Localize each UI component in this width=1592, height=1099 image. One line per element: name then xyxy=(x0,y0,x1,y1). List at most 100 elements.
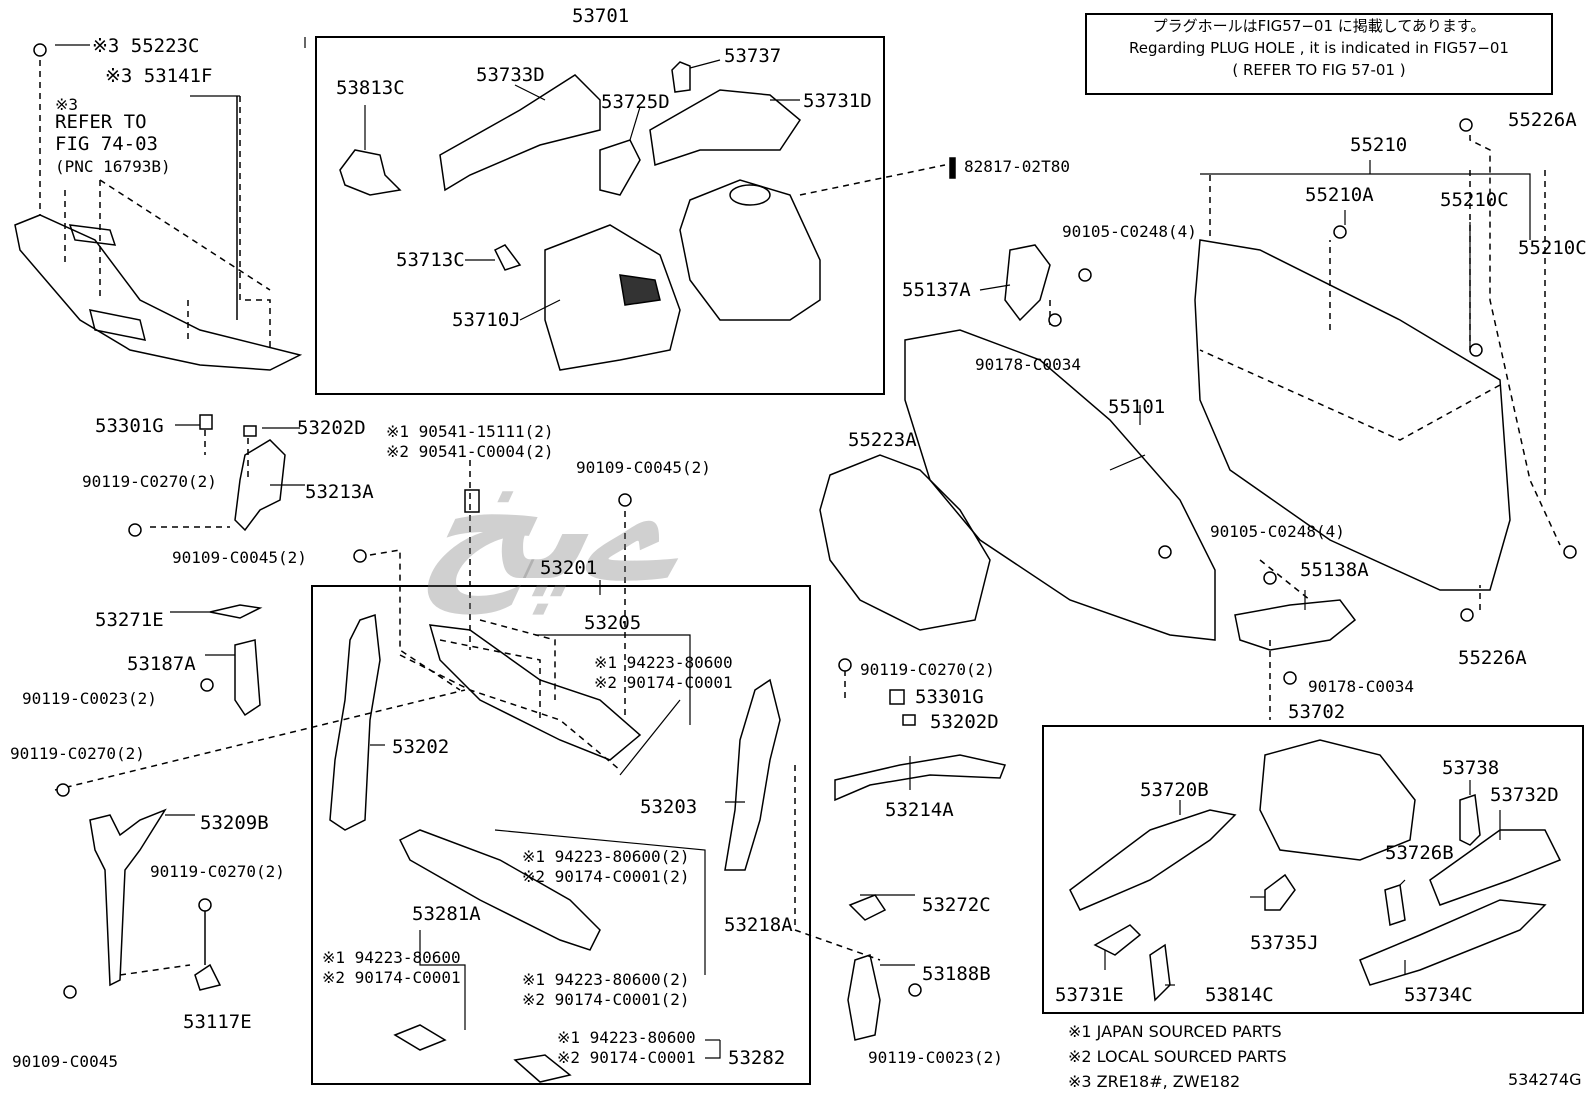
fastener xyxy=(128,523,142,537)
label-53702: 53702 xyxy=(1288,701,1346,723)
group-box-53701 xyxy=(315,36,885,395)
part-53710J xyxy=(544,224,681,371)
label-53141F: ※3 53141F xyxy=(105,65,213,87)
part-53141F xyxy=(14,214,303,371)
label-94223-80600-c: ※1 94223-80600 xyxy=(322,948,461,967)
part-53733D xyxy=(439,74,601,192)
label-90178-C0034-a: 90178-C0034 xyxy=(975,355,1081,374)
note-line-en: Regarding PLUG HOLE , it is indicated in… xyxy=(1129,39,1509,57)
label-53282: 53282 xyxy=(728,1047,786,1069)
part-53117E xyxy=(194,963,222,991)
label-55137A: 55137A xyxy=(902,279,971,301)
label-53813C: 53813C xyxy=(336,77,405,99)
label-55210: 55210 xyxy=(1350,134,1408,156)
label-82817-02T80: 82817-02T80 xyxy=(964,157,1070,176)
label-90174-C0001-b: ※2 90174-C0001(2) xyxy=(522,867,690,886)
part-53205 xyxy=(428,624,642,761)
fastener xyxy=(1563,545,1577,559)
part-55138A xyxy=(1234,599,1357,651)
label-53188B: 53188B xyxy=(922,963,991,985)
fastener xyxy=(200,678,214,692)
label-53214A: 53214A xyxy=(885,799,954,821)
figure-id: 534274G xyxy=(1508,1070,1582,1089)
label-90174-C0001-a: ※2 90174-C0001 xyxy=(594,673,733,692)
fastener xyxy=(353,549,367,563)
label-90119-C0270-b: 90119-C0270(2) xyxy=(10,744,145,763)
part-53218A xyxy=(398,829,601,951)
part-53813C xyxy=(339,149,402,196)
label-94223-80600-e: ※1 94223-80600 xyxy=(557,1028,696,1047)
label-94223-80600-a: ※1 94223-80600 xyxy=(594,653,733,672)
label-55210C-a: 55210C xyxy=(1440,189,1509,211)
label-53117E: 53117E xyxy=(183,1011,252,1033)
fastener xyxy=(1283,671,1297,685)
label-53201: 53201 xyxy=(540,557,598,579)
label-53737: 53737 xyxy=(724,45,782,67)
part-53214A xyxy=(834,754,1007,802)
label-53281A: 53281A xyxy=(412,903,481,925)
label-53735J: 53735J xyxy=(1250,932,1319,954)
note-line-ref: ( REFER TO FIG 57-01 ) xyxy=(1232,61,1406,79)
label-53209B: 53209B xyxy=(200,812,269,834)
label-53218A: 53218A xyxy=(724,914,793,936)
label-90174-C0001-d: ※2 90174-C0001(2) xyxy=(522,990,690,1009)
label-90105-C0248-b: 90105-C0248(4) xyxy=(1210,522,1345,541)
label-90119-C0270-a: 90119-C0270(2) xyxy=(82,472,217,491)
fastener xyxy=(1158,545,1172,559)
label-53733D: 53733D xyxy=(476,64,545,86)
label-refer-fig: FIG 74-03 xyxy=(55,133,158,155)
label-94223-80600-b: ※1 94223-80600(2) xyxy=(522,847,690,866)
label-53720B: 53720B xyxy=(1140,779,1209,801)
label-refer-mark: ※3 xyxy=(55,95,79,114)
fastener xyxy=(1333,225,1347,239)
group-box-53702 xyxy=(1042,725,1584,1014)
part-apron xyxy=(679,179,821,321)
label-90119-C0270-c: 90119-C0270(2) xyxy=(150,862,285,881)
label-53301G: 53301G xyxy=(95,415,164,437)
label-94223-80600-d: ※1 94223-80600(2) xyxy=(522,970,690,989)
label-refer-to: REFER TO xyxy=(55,111,147,133)
part-53713C xyxy=(493,244,522,271)
fastener xyxy=(56,783,70,797)
label-90109-C0045-c: 90109-C0045 xyxy=(12,1052,118,1071)
part-53281A xyxy=(393,1024,447,1051)
fastener xyxy=(33,43,47,57)
fastener xyxy=(838,658,852,672)
part-53720B xyxy=(1069,809,1237,911)
part-53203 xyxy=(724,678,781,871)
label-90541-15111: ※1 90541-15111(2) xyxy=(386,422,554,441)
part-53209B xyxy=(89,808,167,987)
part-53188B xyxy=(847,954,881,1041)
plug-hole-note: プラグホールはFIG57−01 に掲載してあります。 Regarding PLU… xyxy=(1085,13,1553,95)
legend-model-codes: ※3 ZRE18#, ZWE182 xyxy=(1068,1072,1241,1091)
part-55210 xyxy=(1194,239,1511,591)
label-53271E: 53271E xyxy=(95,609,164,631)
label-90119-C0270-d: 90119-C0270(2) xyxy=(860,660,995,679)
label-53713C: 53713C xyxy=(396,249,465,271)
fastener xyxy=(198,898,212,912)
part-53187A xyxy=(234,639,261,717)
label-53701: 53701 xyxy=(572,5,630,27)
label-55210C-b: 55210C xyxy=(1518,237,1587,259)
label-55226A-a: 55226A xyxy=(1508,109,1577,131)
fastener xyxy=(618,493,632,507)
fastener xyxy=(63,985,77,999)
part-53735J xyxy=(1264,873,1296,911)
part-53202D xyxy=(243,425,257,437)
part-53282 xyxy=(513,1054,572,1083)
label-90541-C0004: ※2 90541-C0004(2) xyxy=(386,442,554,461)
legend-local-sourced: ※2 LOCAL SOURCED PARTS xyxy=(1068,1047,1287,1066)
label-53202D: 53202D xyxy=(297,417,366,439)
part-53738 xyxy=(1459,793,1481,846)
legend-japan-sourced: ※1 JAPAN SOURCED PARTS xyxy=(1068,1022,1282,1041)
part-53814C xyxy=(1149,943,1171,1002)
label-53726B: 53726B xyxy=(1385,842,1454,864)
label-55101: 55101 xyxy=(1108,396,1166,418)
label-53202D-b: 53202D xyxy=(930,711,999,733)
label-53732D: 53732D xyxy=(1490,784,1559,806)
label-53814C: 53814C xyxy=(1205,984,1274,1006)
label-53202: 53202 xyxy=(392,736,450,758)
fastener xyxy=(1460,608,1474,622)
part-53731D xyxy=(649,89,801,166)
label-53710J: 53710J xyxy=(452,309,521,331)
